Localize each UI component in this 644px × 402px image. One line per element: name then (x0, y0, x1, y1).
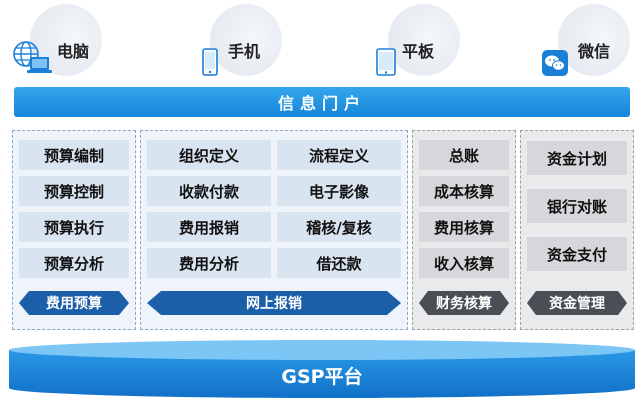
module-item: 成本核算 (419, 176, 509, 206)
module-item: 总账 (419, 140, 509, 170)
module-fund: 资金计划 银行对账 资金支付 资金管理 (520, 130, 634, 330)
module-item: 收款付款 (147, 176, 271, 206)
module-item: 银行对账 (527, 189, 627, 223)
module-banner: 财务核算 (419, 291, 509, 315)
module-item: 预算控制 (19, 176, 129, 206)
module-item: 费用报销 (147, 212, 271, 242)
module-budget: 预算编制 预算控制 预算执行 预算分析 费用预算 (12, 130, 136, 330)
module-banner-label: 费用预算 (46, 296, 102, 312)
tablet-icon (376, 48, 396, 80)
module-item: 借还款 (277, 248, 401, 278)
computer-globe-icon (12, 40, 52, 80)
module-banner-label: 资金管理 (549, 296, 605, 312)
module-item: 费用核算 (419, 212, 509, 242)
device-circle (210, 4, 282, 76)
module-online-reimbursement: 组织定义 收款付款 费用报销 费用分析 流程定义 电子影像 稽核/复核 借还款 … (140, 130, 408, 330)
portal-label: 信息门户 (277, 94, 366, 113)
platform-shape (9, 340, 635, 398)
module-item: 资金支付 (527, 237, 627, 271)
device-tablet: 平板 (358, 4, 488, 76)
phone-icon (202, 48, 218, 80)
device-label: 微信 (578, 42, 611, 61)
module-item: 电子影像 (277, 176, 401, 206)
module-item: 预算编制 (19, 140, 129, 170)
module-item: 预算分析 (19, 248, 129, 278)
module-item: 稽核/复核 (277, 212, 401, 242)
portal-bar: 信息门户 (14, 87, 630, 117)
device-label: 电脑 (57, 42, 90, 61)
module-item: 预算执行 (19, 212, 129, 242)
module-banner: 费用预算 (19, 291, 129, 315)
device-circle (388, 4, 460, 76)
module-banner: 资金管理 (527, 291, 627, 315)
device-wechat: 微信 (518, 4, 644, 76)
module-banner-label: 网上报销 (246, 296, 302, 312)
device-label: 平板 (402, 42, 435, 61)
platform-cylinder: GSP平台 (9, 340, 635, 398)
module-item: 收入核算 (419, 248, 509, 278)
module-banner-label: 财务核算 (436, 296, 492, 312)
platform-label: GSP平台 (281, 366, 363, 388)
module-finance: 总账 成本核算 费用核算 收入核算 财务核算 (412, 130, 516, 330)
wechat-icon (542, 50, 568, 80)
module-item: 费用分析 (147, 248, 271, 278)
module-banner: 网上报销 (147, 291, 401, 315)
module-item: 资金计划 (527, 141, 627, 175)
device-circle (558, 4, 630, 76)
device-label: 手机 (228, 42, 261, 61)
device-computer: 电脑 (0, 4, 130, 76)
device-phone: 手机 (180, 4, 310, 76)
module-item: 流程定义 (277, 140, 401, 170)
module-item: 组织定义 (147, 140, 271, 170)
